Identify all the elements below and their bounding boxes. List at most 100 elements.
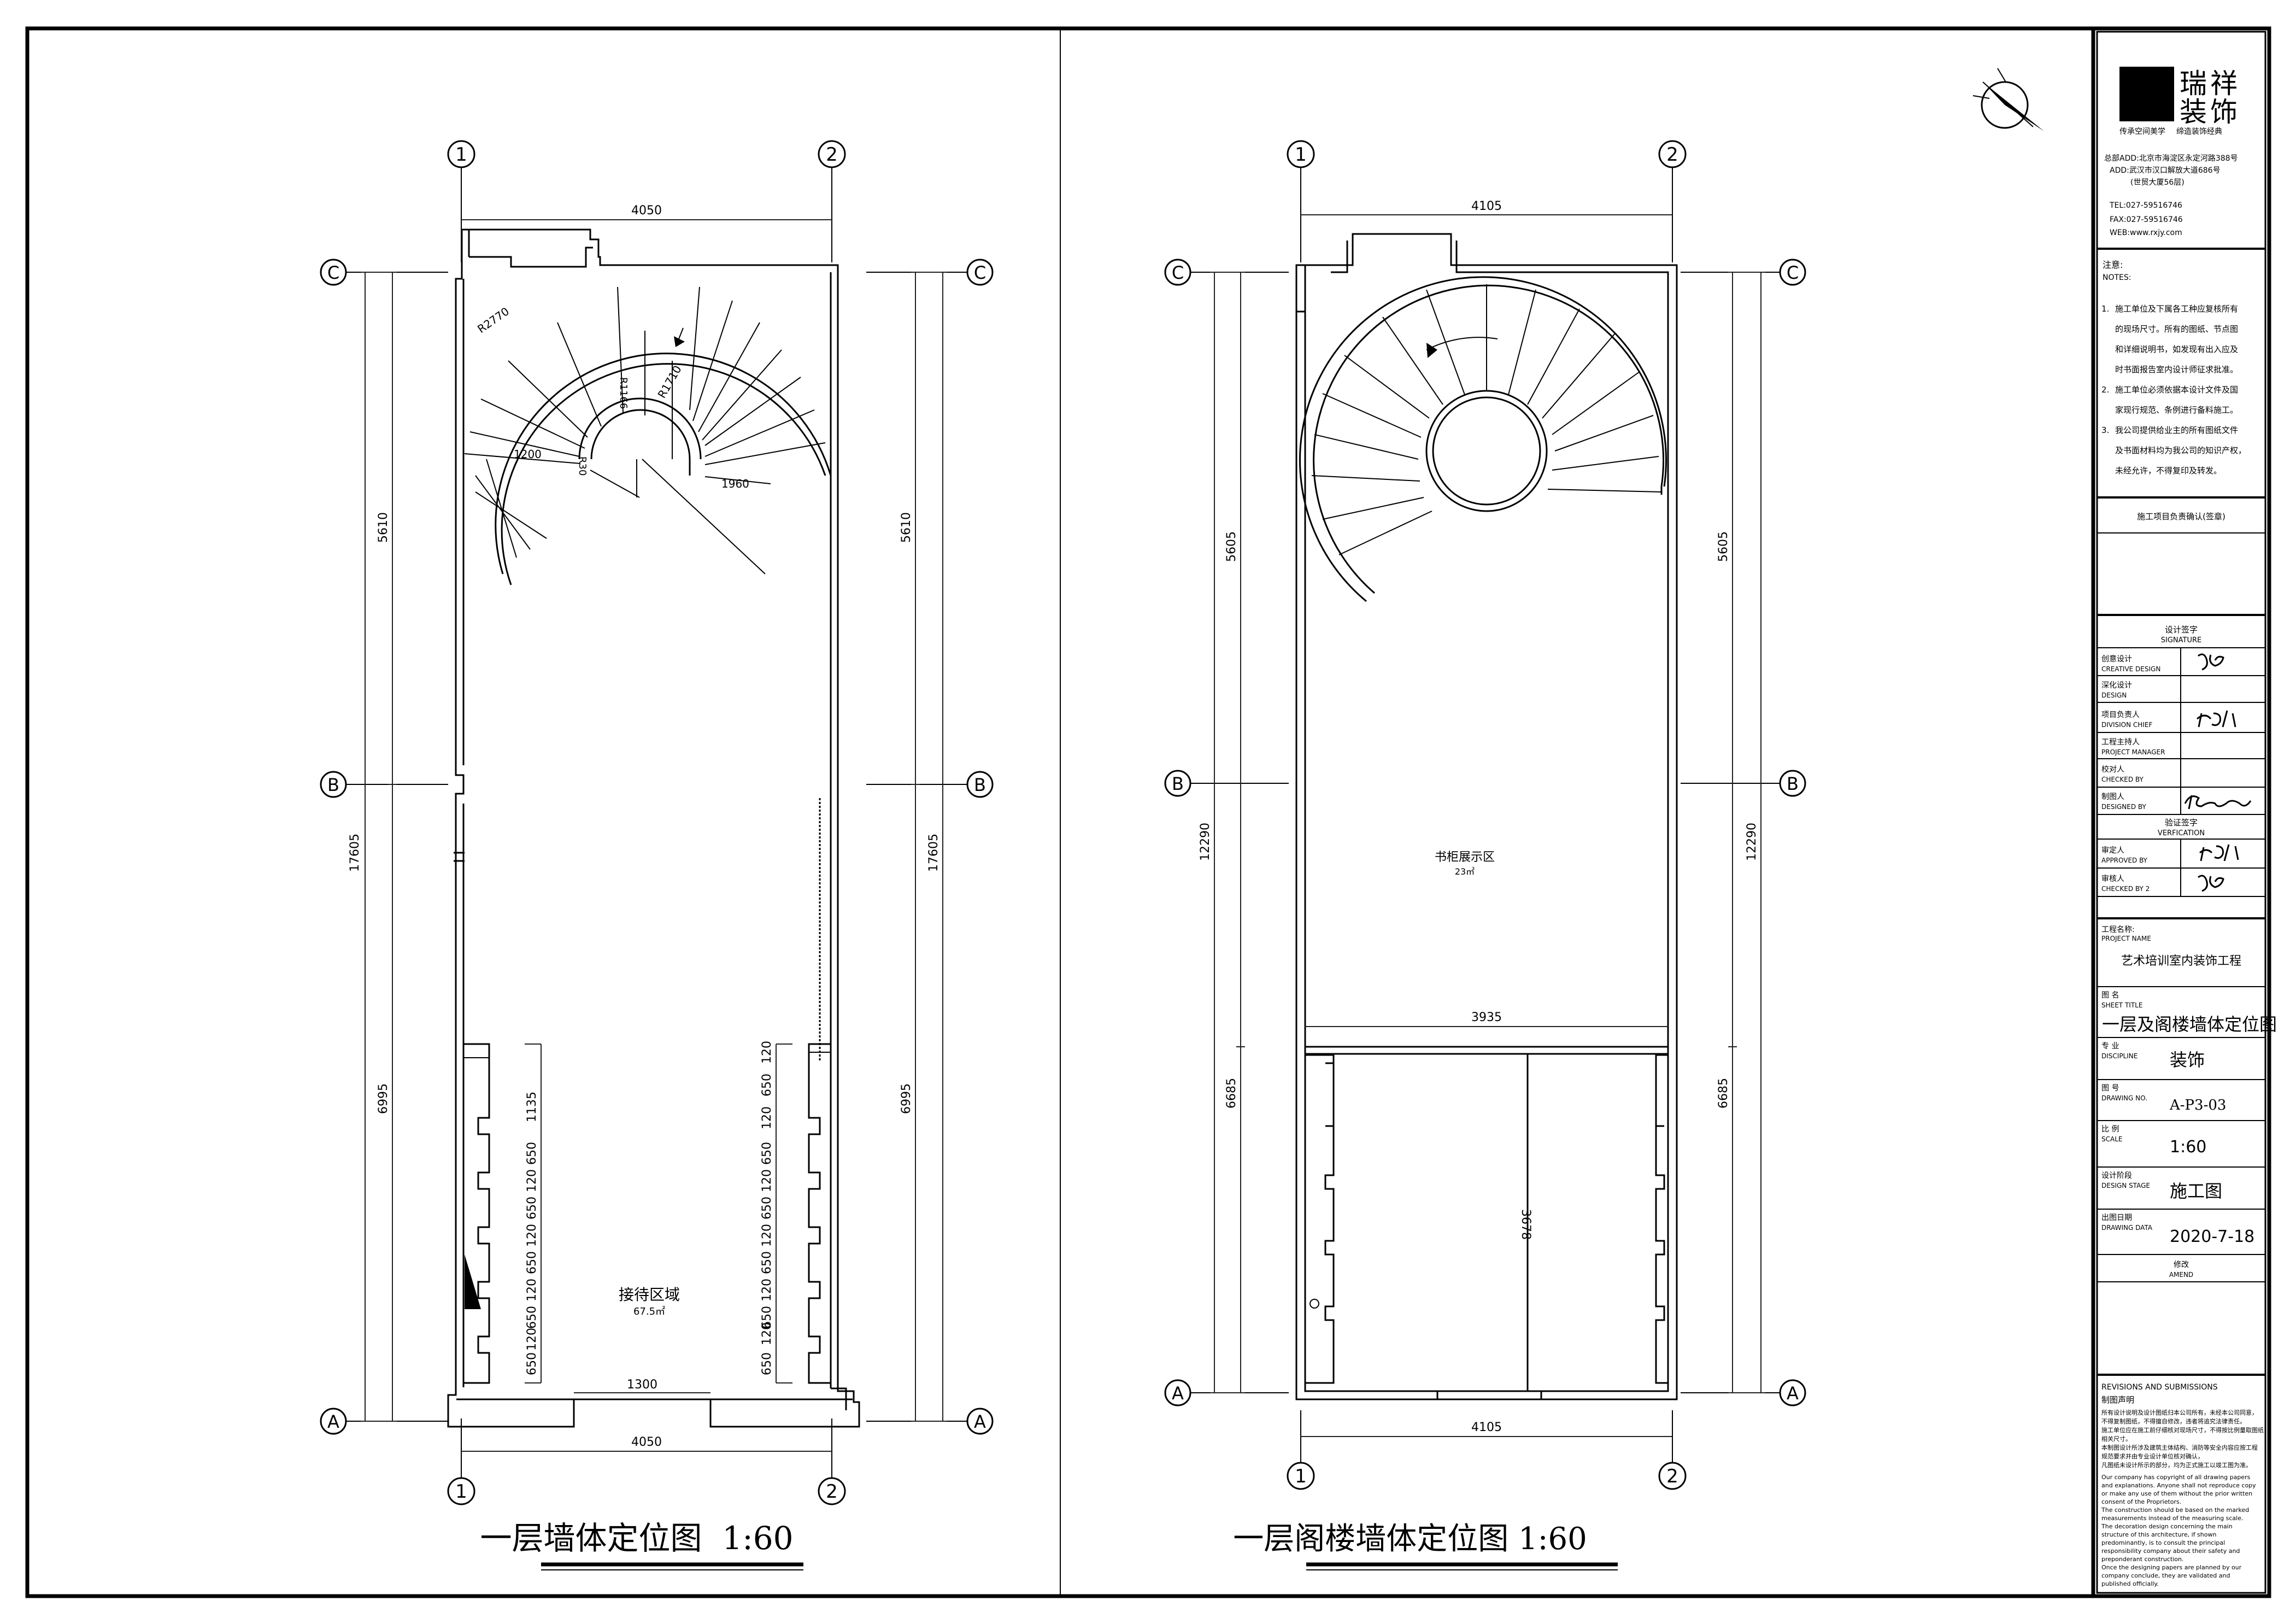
spiral-stair-right <box>1299 276 1667 602</box>
rev-en-line: measurements instead of the measuring sc… <box>2101 1515 2243 1522</box>
creative-en: CREATIVE DESIGN <box>2101 665 2160 673</box>
rev-en-line: structure of this architecture, if shown <box>2101 1531 2216 1538</box>
grid-bubble-1-bottom <box>447 1477 475 1505</box>
dim-left-upper: 5610 <box>377 512 390 543</box>
grid-label-2-bottom: 2 <box>826 1481 838 1503</box>
drawn-en: DESIGNED BY <box>2101 803 2146 811</box>
date-en: DRAWING DATA <box>2101 1224 2153 1232</box>
niche-right-gap-2: 120 <box>760 1169 774 1192</box>
scale-en: SCALE <box>2101 1135 2122 1143</box>
pm-en: PROJECT MANAGER <box>2101 748 2165 756</box>
stage-en: DESIGN STAGE <box>2101 1182 2150 1189</box>
niche-left-gap-1: 120 <box>525 1224 539 1247</box>
grid-bubble-1-top <box>447 140 475 168</box>
stage-cn: 设计阶段 <box>2101 1171 2132 1180</box>
niche-left <box>463 1043 542 1384</box>
plan-left-title: 一层墙体定位图 1:60 <box>480 1520 793 1557</box>
dim-right-total: 17605 <box>927 834 941 872</box>
company-name-1: 瑞祥 <box>2180 68 2241 99</box>
grid-bubble-2-top <box>818 140 846 168</box>
niche-left-gap-3: 120 <box>525 1328 539 1351</box>
dim-left-total: 17605 <box>348 834 362 872</box>
checked2-cn: 审核人 <box>2101 875 2124 883</box>
niche-right-dim-4: 650 <box>760 1306 774 1329</box>
rev-en-line: Our company has copyright of all drawing… <box>2101 1474 2251 1481</box>
grid-bubble-1-top-r <box>1287 140 1315 168</box>
room-name-right: 书柜展示区 <box>1435 851 1495 864</box>
drawing-no: A-P3-03 <box>2169 1097 2226 1113</box>
grid-label-C-left-r: C <box>1172 262 1184 283</box>
grid-label-2-top-r: 2 <box>1666 144 1678 166</box>
niche-left-dim-3: 650 <box>525 1251 539 1274</box>
slogan-left: 传承空间美学 <box>2119 127 2165 136</box>
rev-en-line: company conclude, they are validated and <box>2101 1572 2230 1579</box>
niche-right-dim-1: 650 <box>760 1142 774 1165</box>
grid-label-C-left: C <box>327 262 339 283</box>
grid-label-1-top-r: 1 <box>1295 144 1307 166</box>
note-number: 2. <box>2101 385 2109 395</box>
sig-en: SIGNATURE <box>2161 636 2201 644</box>
niche-right-gap-4: 120 <box>760 1279 774 1301</box>
web: WEB:www.rxjy.com <box>2110 228 2182 237</box>
title-block: ɞ 瑞祥 装饰 传承空间美学 缔造装饰经典 总部ADD:北京市海淀区永定河路38… <box>2096 31 2277 1594</box>
checked-cn: 校对人 <box>2101 765 2124 774</box>
drawn-cn: 制图人 <box>2101 793 2124 801</box>
dim-right-upper: 5610 <box>900 512 913 543</box>
dim-left-lower-r: 6685 <box>1225 1078 1238 1109</box>
north-arrow-icon <box>1972 68 2044 131</box>
disc-en: DISCIPLINE <box>2101 1052 2138 1060</box>
grid-bubble-2-bottom <box>818 1477 846 1505</box>
rev-cn-line: 规范要求并由专业设计单位核对确认， <box>2101 1452 2204 1460</box>
room-name-left: 接待区域 <box>619 1286 680 1304</box>
rev-en-line: or make any use of them without the prio… <box>2101 1490 2252 1497</box>
note-number: 1. <box>2101 304 2109 314</box>
grid-label-C-right-r: C <box>1787 262 1799 283</box>
signature-drawn <box>2184 795 2252 810</box>
rev-cn-line: 相关尺寸。 <box>2101 1435 2131 1443</box>
rev-cn-line: 不得复制图纸，不得擅自修改，违者将追究法律责任。 <box>2101 1417 2246 1425</box>
rev-en-line: responsibility company about their safet… <box>2101 1547 2240 1555</box>
stair-r3: R1166 <box>618 377 629 409</box>
room-area-right: 23㎡ <box>1455 866 1475 877</box>
niche-left-gap-0: 120 <box>525 1169 539 1192</box>
approved-en: APPROVED BY <box>2101 857 2148 864</box>
revisions-statement: 所有设计说明及设计图纸归本公司所有，未经本公司同意，不得复制图纸，不得擅自修改，… <box>2101 1409 2264 1587</box>
plan-left: 1 2 1 2 4050 4050 C B A C B A <box>320 140 994 1570</box>
note-number: 3. <box>2101 425 2109 435</box>
note-line: 未经允许，不得复印及转发。 <box>2115 466 2222 476</box>
grid-label-2-top: 2 <box>826 144 838 166</box>
no-en: DRAWING NO. <box>2101 1094 2147 1102</box>
niche-left-gap-2: 120 <box>525 1279 539 1301</box>
rev-en-line: Once the designing papers are planned by… <box>2101 1564 2242 1571</box>
rev-en-line: preponderant construction. <box>2101 1556 2183 1563</box>
checked-en: CHECKED BY <box>2101 776 2144 783</box>
signature-chief <box>2197 710 2236 728</box>
stage: 施工图 <box>2170 1181 2222 1201</box>
rev-cn-line: 本制图设计所涉及建筑主体结构、消防等安全内容应按工程 <box>2101 1444 2258 1451</box>
tel: TEL:027-59516746 <box>2109 201 2182 210</box>
chief-cn: 项目负责人 <box>2101 711 2140 719</box>
dim-bottom-r: 4105 <box>1471 1421 1502 1434</box>
niche-right-gap-5: 120 <box>760 1322 774 1345</box>
grid-label-A-left-r: A <box>1172 1383 1184 1404</box>
approved-cn: 审定人 <box>2101 846 2124 855</box>
dim-mid-r: 3935 <box>1471 1011 1502 1024</box>
grid-label-B-right: B <box>974 775 986 795</box>
rev-en-line: The construction should be based on the … <box>2101 1506 2249 1514</box>
dim-left-upper-r: 5605 <box>1225 531 1238 562</box>
rev-en-line: predominantly, is to consult the princip… <box>2101 1539 2225 1546</box>
stair-small: R30 <box>577 456 588 476</box>
notes-en: NOTES: <box>2103 273 2131 282</box>
niche-right-dim-0: 650 <box>760 1074 774 1097</box>
plan-right: 1 2 1 2 4105 4105 C B A C B A <box>1164 68 2044 1570</box>
sheet-border <box>25 26 2271 1598</box>
fax: FAX:027-59516746 <box>2110 215 2183 224</box>
checked2-en: CHECKED BY 2 <box>2101 885 2150 893</box>
date-cn: 出图日期 <box>2101 1213 2132 1222</box>
grid-label-1-top: 1 <box>455 144 467 166</box>
dim-door: 1300 <box>627 1378 657 1392</box>
dim-left-total-r: 12290 <box>1199 823 1212 861</box>
sheet-title: 一层及阁楼墙体定位图 <box>2102 1014 2277 1035</box>
verif-en: VERFICATION <box>2158 829 2205 837</box>
disc-cn: 专 业 <box>2101 1042 2119 1051</box>
